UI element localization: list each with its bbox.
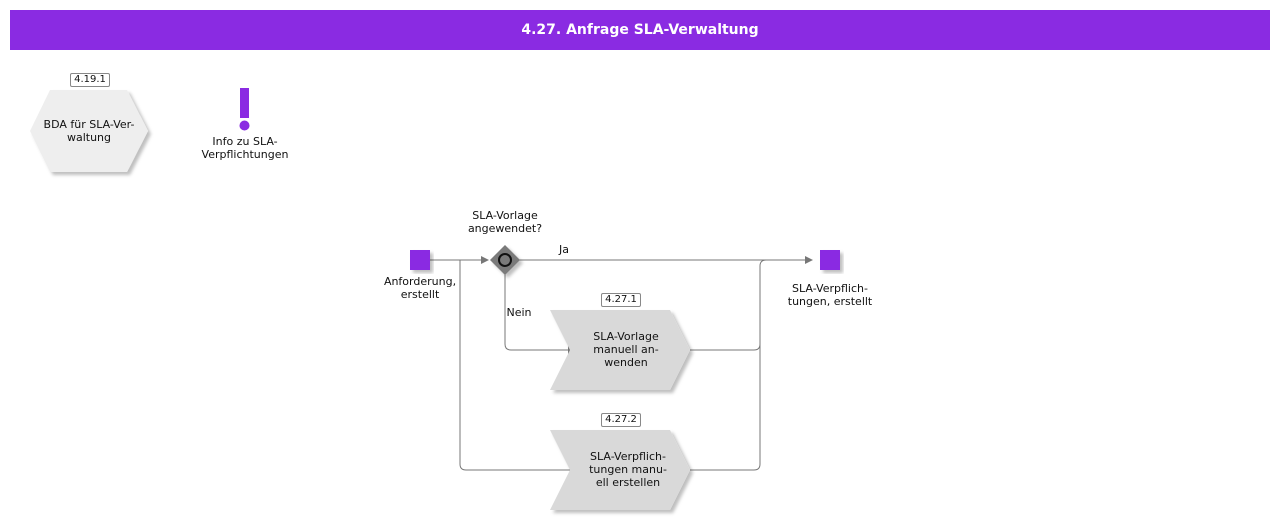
hexagon-label-line-2: waltung (66, 131, 112, 144)
task2-label-line-2: tungen manu- (589, 463, 667, 476)
start-event-label-line-1: Anforderung, (383, 275, 457, 288)
end-event[interactable] (820, 250, 840, 270)
edge-label-no: Nein (506, 306, 532, 319)
info-label-line-2: Verpflichtungen (201, 148, 289, 161)
end-event-label-line-2: tungen, erstellt (787, 295, 873, 308)
hexagon-label-line-1: BDA für SLA-Ver- (43, 118, 135, 131)
gateway-question-line-1: SLA-Vorlage (472, 209, 538, 222)
flow-task1-merge (690, 259, 767, 351)
start-event[interactable] (410, 250, 430, 270)
task1-label-line-2: manuell an- (593, 343, 659, 356)
info-label-line-1: Info zu SLA- (212, 135, 278, 148)
task-sla-vorlage[interactable] (550, 310, 690, 390)
diagram-title: 4.27. Anfrage SLA-Verwaltung (10, 10, 1270, 50)
task-sla-verpflichtungen[interactable] (550, 430, 690, 510)
task1-label-line-1: SLA-Vorlage (593, 330, 659, 343)
exclamation-icon (239, 88, 250, 131)
flow-gateway-no (504, 272, 576, 354)
gateway-question-line-2: angewendet? (467, 222, 543, 235)
task1-label-line-3: wenden (604, 356, 648, 369)
task2-label-line-3: ell erstellen (595, 476, 661, 489)
task1-ref-id: 4.27.1 (601, 293, 641, 307)
hexagon-ref-id: 4.19.1 (70, 73, 110, 87)
edge-label-yes: Ja (559, 243, 569, 256)
flow-task2-merge (690, 344, 761, 471)
task2-label-line-1: SLA-Verpflich- (590, 450, 666, 463)
hexagon-shape[interactable] (30, 90, 148, 172)
flow-start-to-task2 (459, 260, 581, 474)
task2-ref-id: 4.27.2 (601, 413, 641, 427)
start-event-label-line-2: erstellt (400, 288, 440, 301)
exclusive-gateway[interactable] (490, 245, 520, 275)
end-event-label-line-1: SLA-Verpflich- (792, 282, 868, 295)
